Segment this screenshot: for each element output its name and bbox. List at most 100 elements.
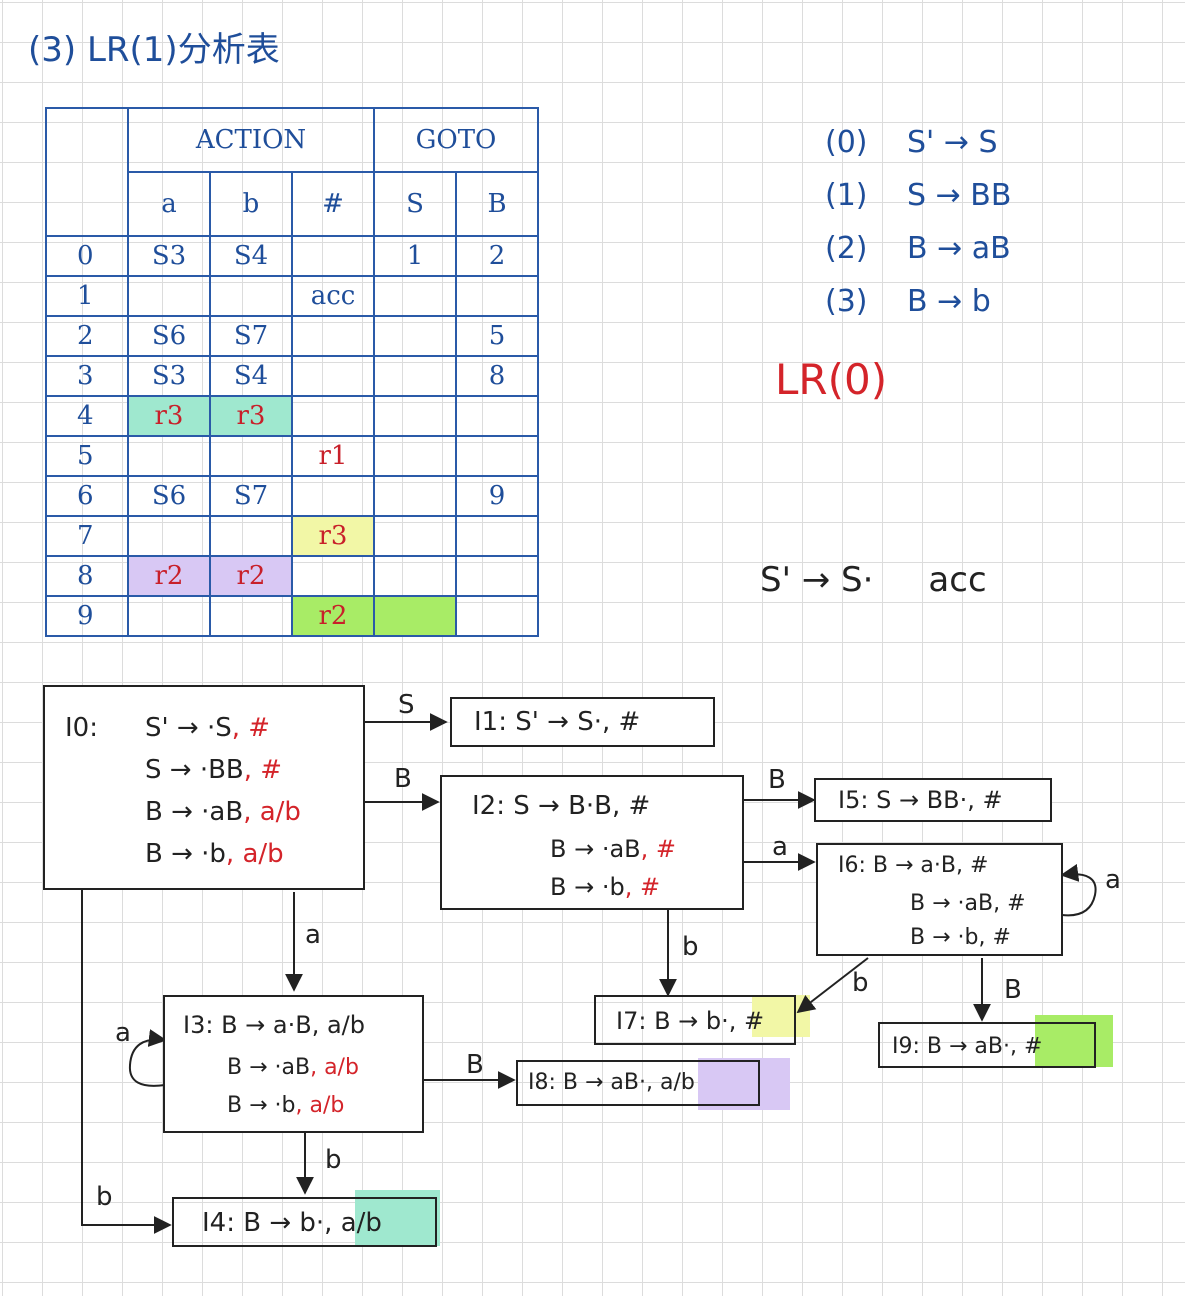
- accept-action: acc: [928, 560, 987, 600]
- state-name: I8:: [528, 1070, 556, 1095]
- edge-label: a: [115, 1018, 131, 1048]
- state-number: 2: [45, 315, 129, 357]
- column-header: b: [209, 171, 293, 237]
- table-cell-reduce: r3: [209, 395, 293, 437]
- item-rule: B → b·: [243, 1208, 325, 1238]
- table-cell: [373, 355, 457, 397]
- lr-item: B → ·aB, a/b: [145, 797, 301, 827]
- goto-header: GOTO: [373, 107, 539, 173]
- lr-item: I5: S → BB·, #: [838, 786, 1003, 814]
- table-cell: [455, 515, 539, 557]
- state-number: 1: [45, 275, 129, 317]
- table-cell: [209, 435, 293, 477]
- lr-item: B → ·b, #: [910, 925, 1011, 950]
- edge-label: B: [768, 765, 786, 795]
- table-cell: [373, 595, 457, 637]
- state-number: 9: [45, 595, 129, 637]
- state-number: 4: [45, 395, 129, 437]
- item-rule: B → ·b: [910, 925, 979, 950]
- item-rule: B → ·b: [145, 839, 226, 869]
- table-cell: [373, 515, 457, 557]
- production-number: (2): [825, 231, 868, 266]
- table-cell: [127, 275, 211, 317]
- table-cell: [291, 555, 375, 597]
- state-name: I7:: [616, 1007, 647, 1035]
- table-cell: 9: [455, 475, 539, 517]
- table-cell: [373, 475, 457, 517]
- state-box-i9: I9: B → aB·, #: [878, 1022, 1096, 1068]
- accept-note: S' → S·acc: [760, 560, 987, 600]
- lr-item: I9: B → aB·, #: [892, 1034, 1042, 1059]
- edge-label: b: [852, 968, 869, 998]
- state-name: I3:: [183, 1011, 214, 1039]
- arrow-i3-loop: [128, 1029, 167, 1087]
- table-row: 2 S6 S7 5: [45, 315, 539, 357]
- lr-item: I4: B → b·, a/b: [202, 1208, 382, 1238]
- item-lookahead: , #: [624, 873, 661, 901]
- item-rule: S → B·B: [513, 791, 613, 821]
- state-box-i2: I2: S → B·B, # B → ·aB, # B → ·b, #: [440, 775, 744, 910]
- state-box-i5: I5: S → BB·, #: [814, 778, 1052, 822]
- table-cell: [291, 395, 375, 437]
- item-rule: B → a·B: [221, 1011, 312, 1039]
- edge-label: b: [682, 932, 699, 962]
- table-cell: [127, 595, 211, 637]
- table-row: 3 S3 S4 8: [45, 355, 539, 397]
- table-cell-reduce: r1: [291, 435, 375, 477]
- table-cell: S3: [127, 235, 211, 277]
- edge-label: S: [398, 690, 415, 720]
- edge-label: a: [1105, 865, 1121, 895]
- lr-item: I1: S' → S·, #: [474, 707, 640, 737]
- production-rule: B → b: [907, 284, 991, 319]
- state-name: I5:: [838, 786, 869, 814]
- column-header: a: [127, 171, 211, 237]
- item-lookahead: , a/b: [243, 797, 301, 827]
- item-lookahead: , #: [640, 835, 677, 863]
- item-lookahead: , #: [967, 786, 1003, 814]
- table-cell: 8: [455, 355, 539, 397]
- state-box-i3: I3: B → a·B, a/b B → ·aB, a/b B → ·b, a/…: [163, 995, 424, 1133]
- table-row: 0 S3 S4 1 2: [45, 235, 539, 277]
- table-cell: [455, 555, 539, 597]
- table-cell: [209, 515, 293, 557]
- table-cell: [209, 275, 293, 317]
- edge-label: a: [305, 920, 321, 950]
- table-cell: S7: [209, 315, 293, 357]
- item-rule: B → ·aB: [145, 797, 244, 827]
- lr-item: I7: B → b·, #: [616, 1007, 764, 1035]
- lr1-parse-table: ACTION GOTO a b # S B 0 S3 S4 1 2 1 acc …: [45, 107, 539, 637]
- lr-item: B → ·b, a/b: [227, 1093, 344, 1118]
- lr-item: I6: B → a·B, #: [838, 853, 988, 878]
- edge-label: B: [466, 1050, 484, 1080]
- item-lookahead: , a/b: [310, 1055, 359, 1080]
- lr-item: I8: B → aB·, a/b: [528, 1070, 695, 1095]
- edge-label: B: [394, 764, 412, 794]
- item-lookahead: , a/b: [646, 1070, 695, 1095]
- production: (0)S' → S: [825, 125, 1011, 178]
- table-row: 8 r2 r2: [45, 555, 539, 597]
- table-row: 1 acc: [45, 275, 539, 317]
- table-cell: [209, 595, 293, 637]
- table-corner-cell: [45, 107, 129, 237]
- state-box-i1: I1: S' → S·, #: [450, 697, 715, 747]
- table-cell: 2: [455, 235, 539, 277]
- table-cell: acc: [291, 275, 375, 317]
- action-header: ACTION: [127, 107, 375, 173]
- table-cell: [455, 435, 539, 477]
- state-box-i6: I6: B → a·B, # B → ·aB, # B → ·b, #: [816, 843, 1063, 956]
- highlight-i4-lookahead: [355, 1190, 440, 1246]
- item-lookahead: , a/b: [295, 1093, 345, 1118]
- production-rule: S → BB: [907, 178, 1012, 213]
- table-cell: [373, 555, 457, 597]
- item-lookahead: , a/b: [324, 1208, 382, 1238]
- table-cell: [373, 275, 457, 317]
- table-cell: 1: [373, 235, 457, 277]
- table-row: 9 r2: [45, 595, 539, 637]
- table-cell: [373, 395, 457, 437]
- item-lookahead: , #: [1010, 1034, 1043, 1059]
- table-cell: S6: [127, 315, 211, 357]
- item-lookahead: , #: [601, 707, 641, 737]
- table-cell: [455, 595, 539, 637]
- item-lookahead: , #: [231, 713, 271, 743]
- table-cell: [455, 395, 539, 437]
